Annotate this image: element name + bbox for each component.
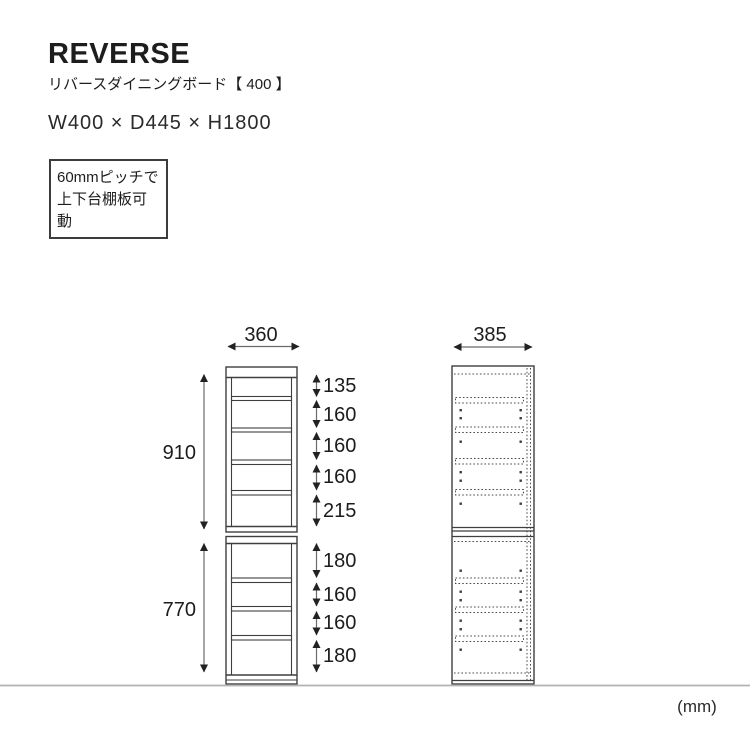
gap-label: 160 xyxy=(323,612,356,634)
shelf-line xyxy=(230,459,293,466)
shelf-line xyxy=(230,427,293,433)
unit-label: (mm) xyxy=(677,697,717,716)
movable-shelf xyxy=(455,577,524,584)
front-view-dimensions: 360 910 770 135 160 160 160 215 xyxy=(163,324,356,673)
side-depth-label: 385 xyxy=(473,324,506,346)
movable-shelf xyxy=(455,606,524,613)
upper-height-label: 910 xyxy=(163,442,196,464)
gap-label: 160 xyxy=(323,584,356,606)
gap-label: 160 xyxy=(323,435,356,457)
shelf-line xyxy=(230,634,293,641)
gap-label: 160 xyxy=(323,466,356,488)
front-view-lower-cabinet xyxy=(225,535,298,685)
gap-label: 180 xyxy=(323,550,356,572)
movable-shelf xyxy=(455,635,524,642)
front-view xyxy=(225,366,298,685)
product-dimensions: W400 × D445 × H1800 xyxy=(48,112,272,134)
shelf-line xyxy=(230,395,293,402)
gap-label: 215 xyxy=(323,500,356,522)
shelf-line xyxy=(230,577,293,584)
movable-shelf xyxy=(455,397,524,404)
shelf-line xyxy=(230,489,293,496)
peg-holes-upper xyxy=(459,409,522,505)
front-view-upper-cabinet xyxy=(225,366,298,533)
shelf-pitch-note-box: 60mmピッチで 上下台棚板可動 xyxy=(49,159,168,240)
front-width-label: 360 xyxy=(244,324,277,346)
gap-label: 160 xyxy=(323,404,356,426)
peg-holes-lower xyxy=(459,569,522,651)
note-line-2: 上下台棚板可動 xyxy=(57,190,148,230)
gap-label: 180 xyxy=(323,645,356,667)
movable-shelf xyxy=(455,489,524,496)
note-line-1: 60mmピッチで xyxy=(57,169,159,186)
lower-height-label: 770 xyxy=(163,599,196,621)
product-subtitle: リバースダイニングボード【 400 】 xyxy=(48,76,291,93)
shelf-line xyxy=(230,605,293,612)
product-title: REVERSE xyxy=(48,38,191,70)
gap-label: 135 xyxy=(323,375,356,397)
movable-shelf xyxy=(455,426,524,433)
movable-shelf xyxy=(455,458,524,465)
side-view: 385 xyxy=(451,324,535,685)
